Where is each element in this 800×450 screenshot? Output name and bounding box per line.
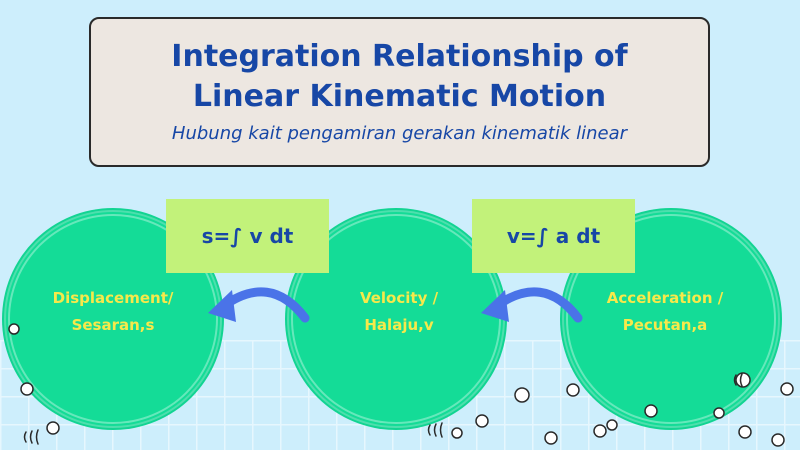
formula-box-displacement: s=∫ v dt [166,199,329,273]
displacement-label-line-2: Sesaran,s [71,316,155,334]
acceleration-label-line-2: Pecutan,a [622,316,708,334]
formula-s-integral: s=∫ v dt [201,224,294,248]
bubble-decorations [8,323,794,447]
displacement-label-line-1: Displacement/ [52,289,174,307]
title-box: Integration Relationship of Linear Kinem… [89,17,710,167]
arrow-acceleration-to-velocity-icon [481,287,583,323]
displacement-label: Displacement/ Sesaran,s [18,285,208,339]
title-line-1: Integration Relationship of [171,39,628,74]
formula-v-integral: v=∫ a dt [506,224,601,248]
arrow-velocity-to-displacement-icon [208,287,310,323]
velocity-label-line-1: Velocity / [359,289,439,307]
wave-mark-decorations [23,373,743,445]
acceleration-label: Acceleration / Pecutan,a [570,285,760,339]
velocity-label-line-2: Halaju,v [364,316,434,334]
page-subtitle: Hubung kait pengamiran gerakan kinematik… [171,123,628,144]
acceleration-label-line-1: Acceleration / [606,289,724,307]
page-title: Integration Relationship of Linear Kinem… [91,37,708,117]
velocity-label: Velocity / Halaju,v [304,285,494,339]
formula-box-velocity: v=∫ a dt [472,199,635,273]
title-line-2: Linear Kinematic Motion [192,79,607,114]
